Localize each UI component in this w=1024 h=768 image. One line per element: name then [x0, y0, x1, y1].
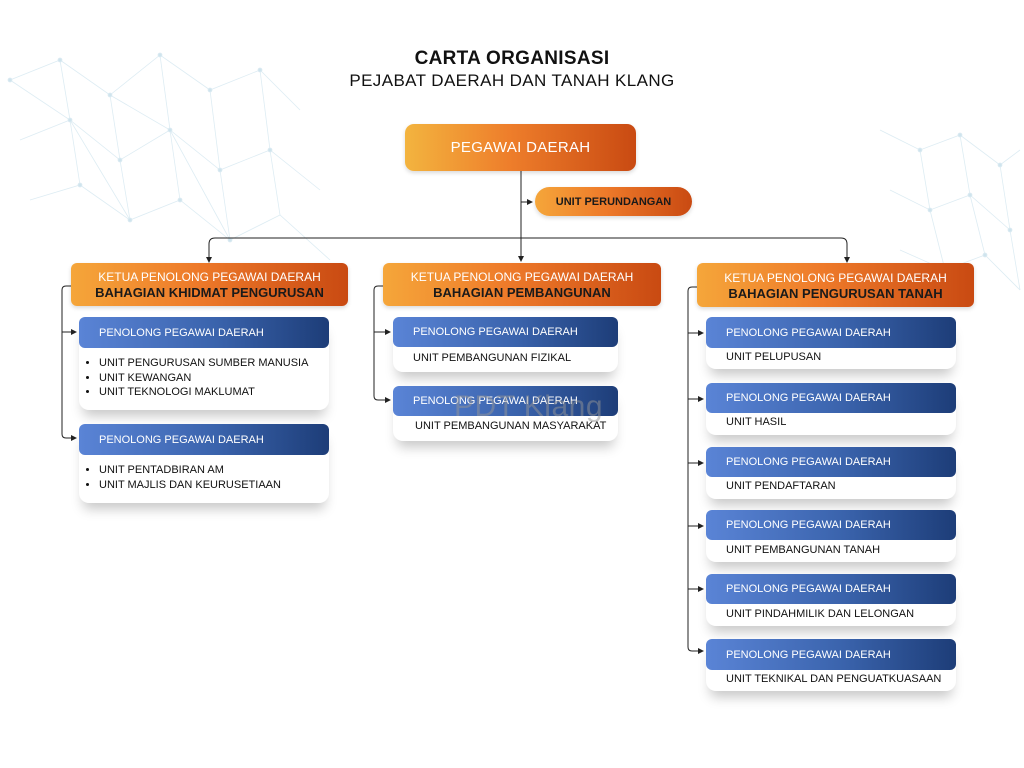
division-name: BAHAGIAN KHIDMAT PENGURUSAN — [95, 285, 324, 300]
pegawai-daerah-label: PEGAWAI DAERAH — [450, 139, 591, 156]
penolong-box: PENOLONG PEGAWAI DAERAH — [393, 386, 618, 416]
unit-label: UNIT HASIL — [726, 416, 787, 428]
group-card: PENOLONG PEGAWAI DAERAH UNIT PENDAFTARAN — [706, 447, 956, 499]
penolong-label: PENOLONG PEGAWAI DAERAH — [726, 583, 891, 595]
penolong-label: PENOLONG PEGAWAI DAERAH — [726, 392, 891, 404]
unit-perundangan-label: UNIT PERUNDANGAN — [555, 195, 672, 208]
penolong-label: PENOLONG PEGAWAI DAERAH — [413, 326, 578, 338]
penolong-label: PENOLONG PEGAWAI DAERAH — [726, 456, 891, 468]
group-card: PENOLONG PEGAWAI DAERAH UNIT PEMBANGUNAN… — [706, 510, 956, 562]
division-pengurusan-tanah: KETUA PENOLONG PEGAWAI DAERAH BAHAGIAN P… — [697, 263, 974, 307]
penolong-label: PENOLONG PEGAWAI DAERAH — [99, 433, 264, 446]
penolong-box: PENOLONG PEGAWAI DAERAH — [706, 574, 956, 604]
penolong-label: PENOLONG PEGAWAI DAERAH — [413, 395, 578, 407]
group-card: PENOLONG PEGAWAI DAERAH UNIT PENGURUSAN … — [79, 317, 329, 410]
list-item: UNIT MAJLIS DAN KEURUSETIAAN — [99, 478, 281, 493]
ketua-label: KETUA PENOLONG PEGAWAI DAERAH — [410, 270, 634, 284]
penolong-label: PENOLONG PEGAWAI DAERAH — [726, 648, 891, 661]
group-card: PENOLONG PEGAWAI DAERAH UNIT PENTADBIRAN… — [79, 424, 329, 503]
unit-label: UNIT PENDAFTARAN — [726, 480, 836, 492]
division-name: BAHAGIAN PEMBANGUNAN — [433, 285, 611, 300]
list-item: UNIT PENTADBIRAN AM — [99, 463, 281, 478]
division-pembangunan: KETUA PENOLONG PEGAWAI DAERAH BAHAGIAN P… — [383, 263, 661, 306]
penolong-box: PENOLONG PEGAWAI DAERAH — [79, 317, 329, 348]
group-card: PENOLONG PEGAWAI DAERAH UNIT TEKNIKAL DA… — [706, 639, 956, 691]
unit-label: UNIT PEMBANGUNAN TANAH — [726, 544, 881, 556]
pegawai-daerah-box: PEGAWAI DAERAH — [405, 124, 636, 171]
penolong-label: PENOLONG PEGAWAI DAERAH — [726, 519, 891, 531]
ketua-label: KETUA PENOLONG PEGAWAI DAERAH — [98, 270, 321, 284]
penolong-box: PENOLONG PEGAWAI DAERAH — [706, 383, 956, 413]
group-card: PENOLONG PEGAWAI DAERAH UNIT PELUPUSAN — [706, 317, 956, 369]
penolong-box: PENOLONG PEGAWAI DAERAH — [706, 510, 956, 540]
group-card: PENOLONG PEGAWAI DAERAH UNIT HASIL — [706, 383, 956, 435]
penolong-label: PENOLONG PEGAWAI DAERAH — [726, 326, 891, 339]
unit-label: UNIT PEMBANGUNAN MASYARAKAT — [415, 420, 607, 432]
unit-perundangan-box: UNIT PERUNDANGAN — [535, 187, 692, 216]
list-item: UNIT PENGURUSAN SUMBER MANUSIA — [99, 356, 308, 371]
chart-title: CARTA ORGANISASI — [414, 48, 610, 69]
penolong-box: PENOLONG PEGAWAI DAERAH — [79, 424, 329, 455]
division-name: BAHAGIAN PENGURUSAN TANAH — [728, 285, 943, 301]
penolong-box: PENOLONG PEGAWAI DAERAH — [706, 317, 956, 348]
unit-label: UNIT PEMBANGUNAN FIZIKAL — [413, 352, 572, 364]
division-khidmat-pengurusan: KETUA PENOLONG PEGAWAI DAERAH BAHAGIAN K… — [71, 263, 348, 306]
group-card: PENOLONG PEGAWAI DAERAH UNIT PEMBANGUNAN… — [393, 317, 618, 372]
penolong-box: PENOLONG PEGAWAI DAERAH — [706, 447, 956, 477]
unit-list: UNIT PENGURUSAN SUMBER MANUSIA UNIT KEWA… — [81, 356, 308, 400]
chart-subtitle: PEJABAT DAERAH DAN TANAH KLANG — [349, 71, 675, 90]
penolong-label: PENOLONG PEGAWAI DAERAH — [99, 326, 264, 339]
unit-label: UNIT PELUPUSAN — [726, 351, 822, 363]
ketua-label: KETUA PENOLONG PEGAWAI DAERAH — [724, 270, 947, 285]
unit-label: UNIT PINDAHMILIK DAN LELONGAN — [726, 608, 915, 620]
group-card: PENOLONG PEGAWAI DAERAH UNIT PINDAHMILIK… — [706, 574, 956, 626]
unit-label: UNIT TEKNIKAL DAN PENGUATKUASAAN — [726, 673, 942, 685]
watermark-text: PDT Klang — [454, 390, 604, 423]
group-card: PENOLONG PEGAWAI DAERAH UNIT PEMBANGUNAN… — [393, 386, 618, 441]
penolong-box: PENOLONG PEGAWAI DAERAH — [393, 317, 618, 347]
penolong-box: PENOLONG PEGAWAI DAERAH — [706, 639, 956, 670]
list-item: UNIT TEKNOLOGI MAKLUMAT — [99, 385, 308, 400]
unit-list: UNIT PENTADBIRAN AM UNIT MAJLIS DAN KEUR… — [81, 463, 281, 492]
list-item: UNIT KEWANGAN — [99, 371, 308, 386]
